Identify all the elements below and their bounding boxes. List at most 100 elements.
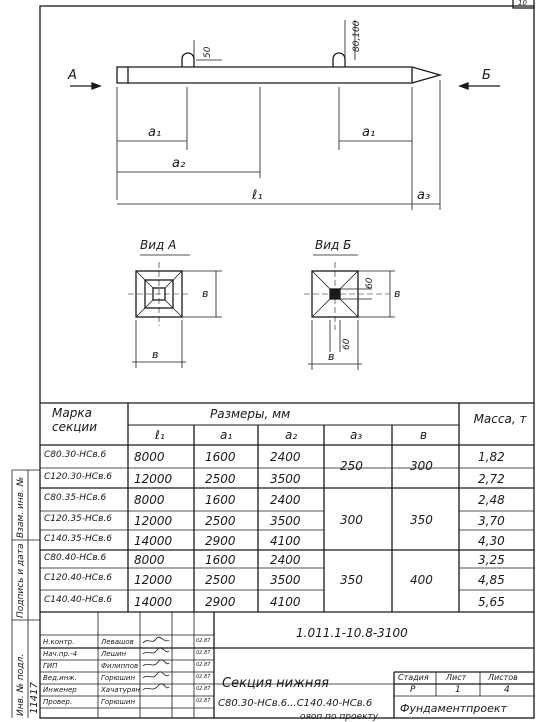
view-b-dim-b-bottom: в	[328, 350, 335, 363]
row-mark: С120.35-НСв.6	[44, 514, 112, 524]
view-b-dim-b-side: в	[394, 287, 401, 300]
row-mark: С80.30-НСв.6	[44, 450, 107, 460]
pile-body	[128, 66, 443, 84]
sheets-value: 4	[504, 685, 510, 695]
group-a3: 300	[340, 513, 363, 527]
header-sizes: Размеры, мм	[210, 407, 291, 421]
person-name: Филиппов	[101, 662, 139, 670]
row-mass: 5,65	[478, 595, 505, 609]
row-a2: 2400	[270, 493, 301, 507]
arrow-b-head	[458, 82, 469, 90]
view-b-title: Вид Б	[315, 238, 352, 252]
side-label-inv: Инв. № подл.	[16, 653, 26, 716]
sheet-number-box	[512, 0, 535, 9]
header-a2: a₂	[285, 428, 298, 442]
dim-a1-right: a₁	[362, 125, 376, 140]
view-a-arrow-label: А	[68, 68, 77, 83]
person-name: Хачатурян	[101, 686, 140, 694]
view-a-title: Вид А	[140, 238, 177, 252]
sign-date: 02.87	[196, 698, 211, 704]
spec-table-grid	[40, 402, 534, 613]
sign-date: 02.87	[196, 662, 211, 668]
sheets-label: Листов	[488, 673, 518, 682]
role: ГИП	[43, 662, 58, 670]
header-a1: a₁	[220, 428, 233, 442]
person-name: Горюшин	[101, 674, 136, 682]
pile-head-cap	[116, 66, 129, 84]
row-l1: 8000	[134, 553, 165, 567]
row-a2: 4100	[270, 595, 301, 609]
row-a2: 2400	[270, 553, 301, 567]
dim-a2: a₂	[172, 156, 186, 171]
row-l1: 12000	[134, 472, 173, 486]
header-mark: Марка секции	[52, 406, 97, 434]
row-mass: 1,82	[478, 450, 505, 464]
row-l1: 14000	[134, 595, 173, 609]
person-name: Горюшин	[101, 698, 136, 706]
sheet-number: 10	[518, 0, 527, 7]
role: Н.контр.	[43, 638, 75, 646]
header-a3: a₃	[350, 428, 363, 442]
side-label-replace: Взам. инв. №	[16, 476, 26, 538]
row-mass: 2,72	[478, 472, 505, 486]
dim-a1-left: a₁	[148, 125, 162, 140]
stage-value: Р	[410, 685, 416, 695]
sheet-value: 1	[455, 685, 461, 695]
role: Нач.пр.-4	[43, 650, 78, 658]
sheet-frame	[39, 5, 535, 719]
person-name: Левашов	[101, 638, 134, 646]
dim-loop-height: 50	[203, 46, 213, 58]
sign-date: 02.87	[196, 686, 211, 692]
row-a1: 2900	[205, 534, 236, 548]
signature-scribbles	[142, 636, 170, 691]
sign-date: 02.87	[196, 650, 211, 656]
row-mark: С80.35-НСв.6	[44, 493, 107, 503]
group-b: 400	[410, 573, 433, 587]
row-a2: 3500	[270, 514, 301, 528]
row-mark: С80.40-НСв.6	[44, 553, 107, 563]
row-l1: 8000	[134, 493, 165, 507]
row-mark: С140.40-НСв.6	[44, 595, 112, 605]
row-a1: 1600	[205, 493, 236, 507]
row-a1: 2500	[205, 514, 236, 528]
side-inv-number: 11417	[29, 682, 40, 714]
row-l1: 12000	[134, 514, 173, 528]
group-a3: 250	[340, 459, 363, 473]
view-b-dim-60-bottom: 60	[342, 338, 352, 350]
row-mass: 3,70	[478, 514, 505, 528]
row-a2: 3500	[270, 472, 301, 486]
arrow-a-head	[91, 82, 102, 90]
header-mass: Масса, т	[473, 412, 527, 426]
row-mark: С120.30-НСв.6	[44, 472, 112, 482]
dim-loop-width: 80,100	[352, 20, 362, 53]
doc-subtitle: С80.30-НСв.6...С140.40-НСв.6	[218, 698, 373, 709]
view-b-dim-60-top: 60	[365, 277, 375, 289]
group-b: 350	[410, 513, 433, 527]
row-l1: 8000	[134, 450, 165, 464]
dim-l1: ℓ₁	[252, 188, 263, 203]
row-mark: С120.40-НСв.6	[44, 573, 112, 583]
row-mass: 3,25	[478, 553, 505, 567]
title-block-grid	[40, 612, 534, 718]
group-a3: 350	[340, 573, 363, 587]
lifting-loop-left	[181, 52, 195, 67]
group-b: 300	[410, 459, 433, 473]
row-mass: 4,85	[478, 573, 505, 587]
view-a-dim-b-side: в	[202, 287, 209, 300]
row-a1: 2900	[205, 595, 236, 609]
role: Инженер	[43, 686, 77, 694]
row-mass: 2,48	[478, 493, 505, 507]
side-label-sign: Подпись и дата	[16, 543, 26, 618]
row-a1: 2500	[205, 573, 236, 587]
person-name: Лешин	[101, 650, 127, 658]
sign-date: 02.87	[196, 674, 211, 680]
row-l1: 12000	[134, 573, 173, 587]
view-a-dim-b-bottom: в	[152, 348, 159, 361]
row-a1: 2500	[205, 472, 236, 486]
row-a1: 1600	[205, 450, 236, 464]
row-a2: 3500	[270, 573, 301, 587]
role: Провер.	[43, 698, 73, 706]
row-mark: С140.35-НСв.6	[44, 534, 112, 544]
